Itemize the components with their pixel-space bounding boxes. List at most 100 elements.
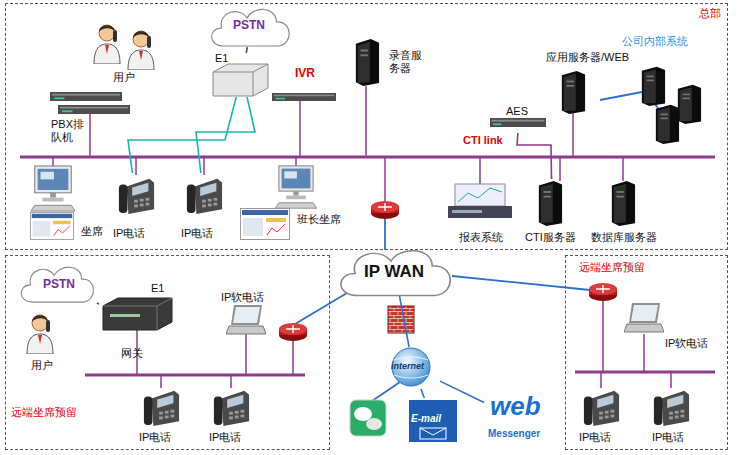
node-text: 网关: [121, 347, 143, 360]
device-node: PSTN: [209, 9, 293, 47]
agent-computer: [275, 166, 316, 208]
node-text: 报表系统: [459, 231, 503, 244]
ip-phone: [584, 391, 619, 426]
network-wire: [230, 375, 232, 388]
device-node: IP电话: [576, 386, 628, 446]
device-node: E1: [213, 53, 271, 97]
network-wire: [295, 157, 297, 166]
network-cloud: [21, 267, 93, 302]
server-tower: [656, 105, 679, 144]
device-node: IP软电话: [619, 299, 719, 352]
network-cloud: [341, 251, 450, 296]
connector: [400, 296, 410, 347]
device-node: IP电话: [111, 173, 163, 243]
device-node: IP电话: [206, 386, 258, 446]
firewall: [388, 306, 414, 333]
node-text: IP电话: [579, 431, 611, 444]
node-text: IP电话: [209, 431, 241, 444]
wan-link: [384, 218, 386, 250]
ip-phone: [119, 179, 154, 214]
network-wire: [643, 334, 645, 372]
node-text: PBX排队机: [51, 118, 85, 143]
node-text: PSTN: [233, 19, 265, 33]
network-wire: [602, 300, 604, 372]
gateway-box: [110, 314, 140, 317]
node-text: AES: [506, 105, 528, 118]
region-box: 远端坐席预留PSTN用户E1网关IP软电话IP电话IP电话: [5, 255, 330, 450]
report-device: [448, 206, 512, 218]
wan-link: [452, 276, 590, 290]
internet-globe: [392, 348, 430, 386]
network-cloud: [21, 9, 450, 302]
report-device: [448, 184, 512, 218]
device-node: 报表系统: [441, 179, 519, 246]
connector: [421, 389, 424, 398]
rack-unit: [50, 92, 122, 101]
node-text: IP WAN: [364, 262, 424, 282]
wechat-icon: [350, 400, 386, 436]
network-wire: [292, 340, 294, 375]
node-text: IP电话: [181, 227, 213, 240]
email-icon: [420, 428, 446, 439]
device-node: E1网关: [99, 281, 177, 363]
device-node: IVR: [273, 65, 337, 105]
device-node: PBX排队机: [46, 91, 141, 149]
agent-computer: [241, 209, 290, 240]
server-tower: [356, 39, 701, 226]
agent-computer: [30, 166, 316, 240]
gateway-box: [103, 298, 172, 330]
network-bus: [575, 371, 715, 374]
region-box: 总部用户PSTNE1IVRPBX排队机录音服务器AES应用服务器/WEB坐席IP…: [5, 3, 728, 250]
node-text: 录音服务器: [389, 49, 425, 74]
network-wire: [479, 157, 481, 184]
wechat-icon: [366, 418, 382, 430]
connector: [246, 47, 247, 53]
wechat-icon: [354, 407, 372, 421]
email-icon: [409, 400, 457, 442]
network-wire: [299, 101, 301, 157]
wan-link: [372, 382, 400, 401]
device-node: IP软电话: [215, 289, 279, 341]
server-tower: [642, 67, 665, 106]
server-tower: [356, 39, 379, 86]
node-text: 总部: [699, 7, 721, 20]
device-node: 应用服务器/WEB: [541, 49, 719, 149]
connector: [517, 133, 552, 179]
node-text: CTI服务器: [525, 231, 576, 244]
network-wire: [135, 157, 137, 175]
gateway-box: [213, 64, 268, 96]
network-wire: [622, 157, 624, 181]
device-node: CTI服务器: [522, 179, 582, 246]
user-figure: [27, 315, 53, 354]
network-wire: [600, 372, 602, 388]
node-text: IP电话: [139, 431, 171, 444]
device-node: 录音服务器: [353, 37, 428, 97]
ip-phone: [214, 391, 249, 426]
agent-computer: [31, 166, 75, 211]
router: [371, 201, 399, 219]
node-text: internet: [391, 361, 424, 371]
ip-phone: [654, 391, 689, 426]
node-text: 远端坐席预留: [579, 261, 645, 274]
connector: [128, 97, 236, 173]
device-node: 班长坐席: [239, 164, 347, 244]
connector: [440, 381, 484, 402]
node-text: web: [490, 392, 541, 422]
node-text: IP软电话: [665, 337, 708, 350]
connector-label: CTI link: [462, 134, 504, 147]
ip-phone: [144, 391, 179, 426]
node-text: 用户: [113, 71, 135, 84]
rack-unit: [58, 105, 130, 114]
gateway-box: [103, 298, 172, 330]
server-tower: [539, 181, 562, 226]
wan-link: [295, 92, 668, 401]
device-node: webMessenger: [484, 392, 556, 448]
node-text: 远端坐席预留: [11, 406, 77, 419]
rack-unit: [490, 118, 546, 127]
device-node: AES: [491, 105, 547, 133]
device-node: E-mail: [407, 398, 459, 444]
node-text: PSTN: [43, 278, 75, 292]
node-text: 班长坐席: [297, 213, 341, 226]
device-node: IP电话: [179, 173, 231, 243]
connector: [97, 302, 99, 305]
